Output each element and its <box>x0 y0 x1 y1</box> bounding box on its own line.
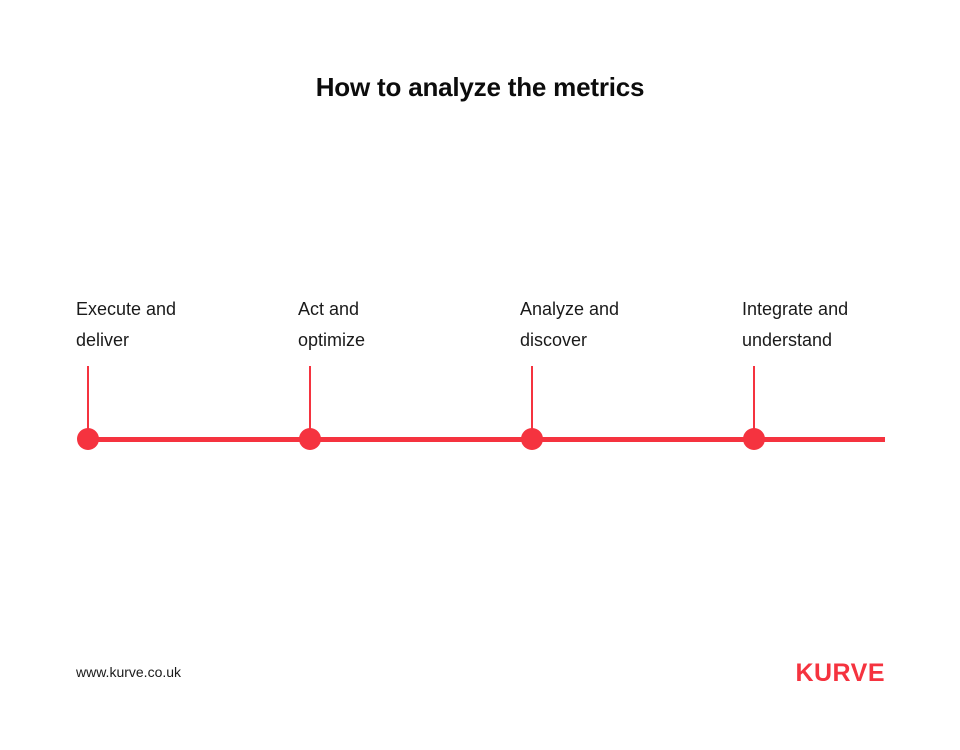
timeline-node-4-label-line1: Integrate and <box>742 299 849 319</box>
timeline-node-2-label: Act and optimize <box>298 294 488 356</box>
timeline-node-3-stem <box>531 366 533 440</box>
brand-logo: KURVE <box>795 659 885 687</box>
timeline-node-1-label: Execute and deliver <box>76 294 266 356</box>
timeline-node-2-label-line1: Act and <box>298 299 360 319</box>
timeline-axis-line <box>88 437 885 442</box>
timeline-node-3-dot-icon[interactable] <box>521 428 543 450</box>
timeline-node-2-stem <box>309 366 311 440</box>
timeline-node-4-stem <box>753 366 755 440</box>
timeline-node-3-label-line2: discover <box>520 330 588 350</box>
timeline-node-1-label-line1: Execute and <box>76 299 177 319</box>
footer-website-url[interactable]: www.kurve.co.uk <box>76 664 182 680</box>
timeline-node-2-dot-icon[interactable] <box>299 428 321 450</box>
timeline-node-1-dot-icon[interactable] <box>77 428 99 450</box>
timeline-node-3-label: Analyze and discover <box>520 294 710 356</box>
timeline-node-2-label-line2: optimize <box>298 330 366 350</box>
page-title: How to analyze the metrics <box>315 72 645 102</box>
timeline-node-4-label: Integrate and understand <box>742 294 932 356</box>
timeline-node-4-label-line2: understand <box>742 330 833 350</box>
timeline-node-4-dot-icon[interactable] <box>743 428 765 450</box>
timeline-node-3-label-line1: Analyze and <box>520 299 620 319</box>
timeline-node-1-stem <box>87 366 89 440</box>
timeline-node-1-label-line2: deliver <box>76 330 130 350</box>
